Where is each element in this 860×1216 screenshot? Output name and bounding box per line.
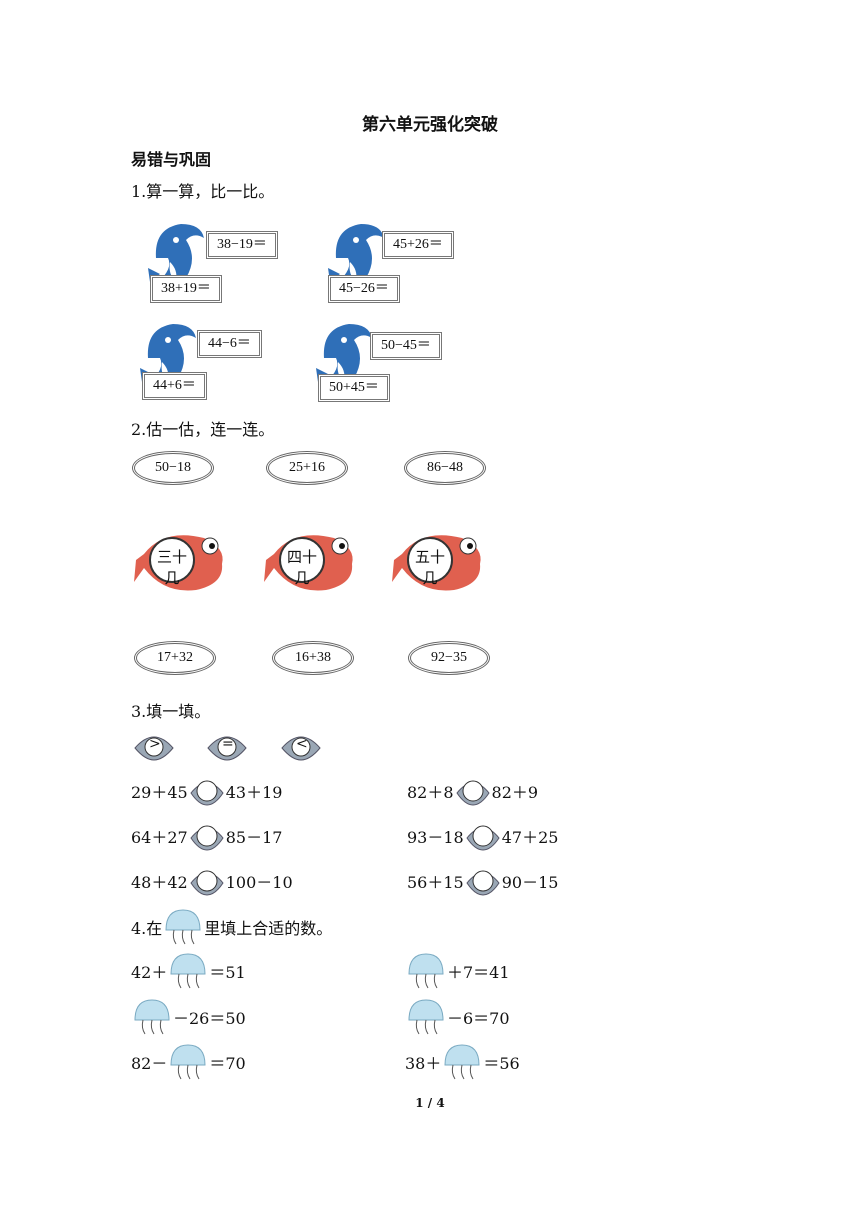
fish-label: 三十几 [156,548,187,587]
expr-box: 45−26＝ [328,275,400,303]
eq-part: ＋7＝41 [447,963,510,982]
shell-symbol: < [280,730,322,762]
fill-row: －6＝70 [405,998,510,1036]
compare-row: 82＋8 82＋9 [407,776,538,806]
estimate-oval: 50−18 [132,451,214,485]
estimate-oval: 86−48 [404,451,486,485]
compare-row: 56＋15 90－15 [407,866,558,896]
eq-part: ＝56 [483,1054,520,1073]
expr-box: 45+26＝ [382,231,454,259]
fish-icon [134,535,223,591]
q4-label-post: 里填上合适的数。 [204,919,333,938]
q4-label-pre: 4.在 [131,919,163,938]
fish-target: 三十几 [134,524,229,596]
q3-label: 3.填一填。 [131,702,211,721]
jellyfish-blank[interactable] [133,998,171,1036]
fill-row: 82－ ＝70 [131,1043,246,1081]
estimate-oval: 16+38 [272,641,354,675]
q1-label: 1.算一算，比一比。 [131,182,275,201]
symbol-text: < [296,736,308,752]
jellyfish-blank[interactable] [407,998,445,1036]
answer-shell[interactable] [466,866,500,896]
compare-row: 29＋45 43＋19 [131,776,282,806]
page-number: 1 / 4 [415,1096,445,1110]
expr-left: 82＋8 [407,783,454,802]
estimate-oval: 92−35 [408,641,490,675]
expr-left: 56＋15 [407,873,464,892]
answer-shell[interactable] [190,821,224,851]
fill-row: 42＋ ＝51 [131,952,246,990]
fish-label: 五十几 [414,548,445,587]
shell-symbol: = [206,730,248,762]
estimate-oval: 17+32 [134,641,216,675]
compare-row: 48＋42 100－10 [131,866,293,896]
fish-icon [264,535,353,591]
fill-row: 38＋ ＝56 [405,1043,520,1081]
expr-left: 64＋27 [131,828,188,847]
answer-shell[interactable] [455,776,490,806]
compare-row: 64＋27 85－17 [131,821,282,851]
expr-box: 38−19＝ [206,231,278,259]
jellyfish-blank[interactable] [169,1043,207,1081]
fish-icon [392,535,481,591]
expr-box: 38+19＝ [150,275,222,303]
answer-shell[interactable] [190,776,224,806]
expr-right: 43＋19 [225,783,283,802]
fill-row: ＋7＝41 [405,952,510,990]
expr-right: 82＋9 [491,783,539,802]
jellyfish-blank[interactable] [169,952,207,990]
expr-right: 47＋25 [501,828,559,847]
jellyfish-blank[interactable] [407,952,445,990]
eq-part: 38＋ [405,1054,442,1073]
fish-target: 五十几 [392,524,487,596]
shell-icon [134,736,174,761]
jellyfish-icon [165,909,201,945]
expr-right: 85－17 [225,828,283,847]
expr-right: 90－15 [501,873,559,892]
fill-row: －26＝50 [131,998,246,1036]
section-heading: 易错与巩固 [131,150,212,169]
shell-icon [281,736,321,761]
expr-left: 29＋45 [131,783,188,802]
q2-label: 2.估一估，连一连。 [131,420,275,439]
expr-box: 44+6＝ [142,372,207,400]
compare-row: 93－18 47＋25 [407,821,558,851]
expr-box: 50−45＝ [370,332,442,360]
expr-right: 100－10 [225,873,293,892]
eq-part: ＝70 [209,1054,246,1073]
fish-target: 四十几 [264,524,359,596]
expr-box: 50+45＝ [318,374,390,402]
expr-left: 93－18 [407,828,464,847]
eq-part: 82－ [131,1054,168,1073]
expr-box: 44−6＝ [197,330,262,358]
eq-part: 42＋ [131,963,168,982]
answer-shell[interactable] [466,821,500,851]
symbol-text: > [149,736,161,752]
shell-icon [207,736,247,761]
q4-label: 4.在 里填上合适的数。 [131,908,332,946]
fish-label: 四十几 [286,548,317,587]
jellyfish-blank[interactable] [443,1043,481,1081]
shell-symbol: > [133,730,175,762]
eq-part: －6＝70 [447,1009,510,1028]
eq-part: －26＝50 [173,1009,246,1028]
estimate-oval: 25+16 [266,451,348,485]
expr-left: 48＋42 [131,873,188,892]
page-title: 第六单元强化突破 [362,115,498,135]
answer-shell[interactable] [190,866,224,896]
symbol-text: = [222,736,234,752]
eq-part: ＝51 [209,963,246,982]
